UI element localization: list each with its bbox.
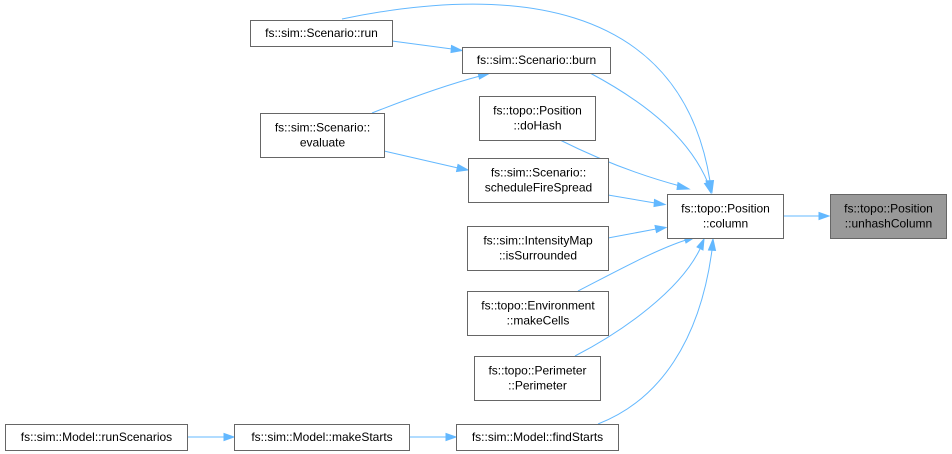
edges-layer — [187, 3, 831, 442]
edge-arrowhead — [707, 237, 717, 252]
node-box — [234, 424, 410, 451]
node-label-line: fs::sim::Scenario::run — [265, 26, 378, 40]
node-box — [667, 194, 784, 239]
node-box — [474, 356, 601, 401]
edge-run-to-burn — [391, 40, 464, 54]
edge-line — [607, 194, 656, 204]
node-box — [462, 47, 611, 74]
node-evaluate[interactable]: fs::sim::Scenario::evaluate — [260, 113, 385, 158]
nodes-layer: fs::sim::Scenario::runfs::sim::Scenario:… — [5, 20, 947, 451]
node-box — [456, 424, 619, 451]
node-box — [467, 291, 609, 336]
node-doHash[interactable]: fs::topo::Position::doHash — [479, 96, 596, 141]
node-unhashColumn[interactable]: fs::topo::Position::unhashColumn — [830, 194, 947, 239]
edge-line — [371, 75, 481, 114]
node-box — [5, 424, 188, 451]
node-box — [830, 194, 947, 239]
node-label-line: fs::topo::Position — [493, 104, 582, 118]
node-label-line: fs::sim::Model::makeStarts — [251, 430, 392, 444]
edge-arrowhead — [450, 44, 464, 54]
node-box — [260, 113, 385, 158]
node-label-line: ::isSurrounded — [499, 249, 577, 263]
edge-scheduleFireSpread-to-column — [607, 194, 667, 208]
node-label-line: ::Perimeter — [508, 379, 567, 393]
edge-perimeter-to-column — [574, 237, 705, 357]
node-burn[interactable]: fs::sim::Scenario::burn — [462, 47, 611, 74]
edge-findStarts-to-column — [597, 237, 717, 425]
node-label-line: fs::topo::Position — [844, 202, 933, 216]
edge-line — [607, 228, 657, 239]
edge-arrowhead — [653, 198, 667, 208]
node-label-line: fs::topo::Position — [681, 202, 770, 216]
edge-arrowhead — [455, 163, 470, 173]
node-label-line: fs::sim::Scenario:: — [275, 121, 370, 135]
edge-line — [391, 40, 453, 50]
node-run[interactable]: fs::sim::Scenario::run — [250, 20, 393, 47]
node-scheduleFireSpread[interactable]: fs::sim::Scenario::scheduleFireSpread — [468, 158, 609, 203]
edge-line — [577, 239, 687, 292]
edge-line — [383, 150, 459, 169]
edge-column-to-unhashColumn — [783, 211, 831, 221]
edge-arrowhead — [818, 211, 831, 221]
node-label-line: fs::sim::Scenario::burn — [477, 53, 596, 67]
node-box — [479, 96, 596, 141]
edge-doHash-to-column — [559, 139, 691, 191]
node-label-line: fs::sim::Model::findStarts — [472, 430, 603, 444]
node-label-line: fs::topo::Environment — [481, 299, 595, 313]
node-label-line: ::makeCells — [507, 314, 570, 328]
edge-line — [341, 3, 711, 182]
edge-isSurrounded-to-column — [607, 224, 668, 239]
node-findStarts[interactable]: fs::sim::Model::findStarts — [456, 424, 619, 451]
node-column[interactable]: fs::topo::Position::column — [667, 194, 784, 239]
node-makeCells[interactable]: fs::topo::Environment::makeCells — [467, 291, 609, 336]
edge-evaluate-to-scheduleFireSpread — [383, 150, 470, 173]
edge-burn-to-column — [589, 72, 712, 195]
node-isSurrounded[interactable]: fs::sim::IntensityMap::isSurrounded — [467, 226, 609, 271]
edge-runScenarios-to-makeStarts — [187, 432, 236, 442]
edge-makeStarts-to-findStarts — [409, 432, 458, 442]
node-label-line: fs::sim::IntensityMap — [483, 234, 593, 248]
node-label-line: ::unhashColumn — [845, 217, 932, 231]
edge-line — [589, 72, 709, 184]
edge-arrowhead — [223, 432, 236, 442]
node-label-line: scheduleFireSpread — [485, 181, 592, 195]
node-makeStarts[interactable]: fs::sim::Model::makeStarts — [234, 424, 410, 451]
node-box — [250, 20, 393, 47]
node-label-line: fs::sim::Model::runScenarios — [21, 430, 172, 444]
node-perimeter[interactable]: fs::topo::Perimeter::Perimeter — [474, 356, 601, 401]
node-runScenarios[interactable]: fs::sim::Model::runScenarios — [5, 424, 188, 451]
edge-arrowhead — [445, 432, 458, 442]
edge-arrowhead — [703, 180, 712, 195]
edge-line — [574, 248, 701, 357]
edge-line — [559, 139, 681, 187]
edge-line — [597, 249, 713, 425]
edge-arrowhead — [676, 181, 691, 191]
node-label-line: ::doHash — [513, 119, 561, 133]
node-box — [468, 158, 609, 203]
edge-evaluate-to-burn — [371, 71, 492, 114]
edge-arrowhead — [654, 224, 668, 234]
node-label-line: ::column — [703, 217, 748, 231]
edge-arrowhead — [696, 237, 705, 251]
node-box — [467, 226, 609, 271]
node-label-line: evaluate — [300, 136, 346, 150]
node-label-line: fs::topo::Perimeter — [488, 364, 586, 378]
node-label-line: fs::sim::Scenario:: — [491, 166, 586, 180]
